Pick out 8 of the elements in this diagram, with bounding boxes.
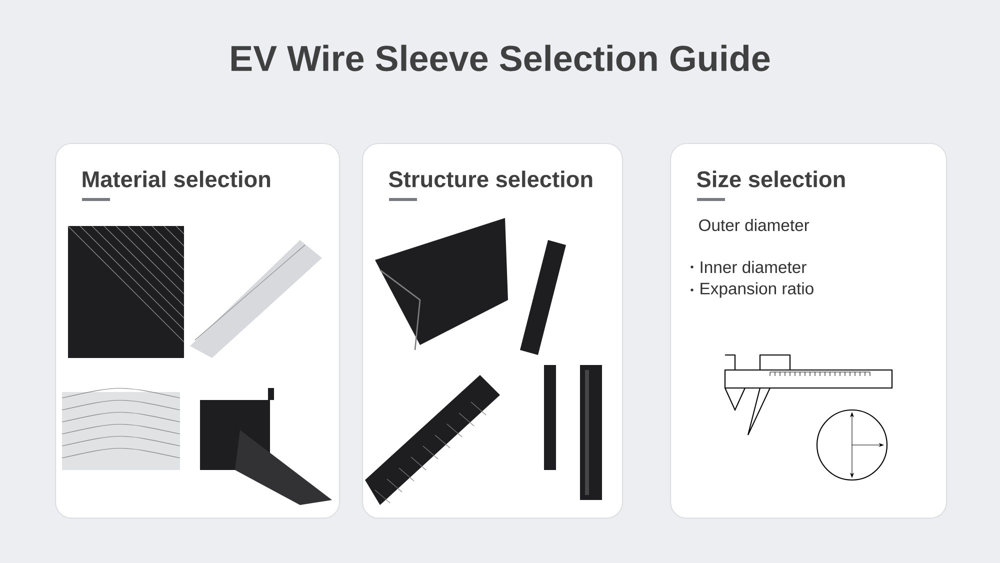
size-label: Outer diameter — [699, 218, 810, 232]
bullet-item: Expansion ratio — [700, 282, 814, 298]
card-heading: Material selection — [82, 170, 270, 188]
title: EV Wire Sleeve Selection Guide — [231, 44, 770, 72]
bullet-item: Inner diameter — [700, 260, 806, 274]
card-heading: Structure selection — [388, 170, 592, 188]
card-heading: Size selection — [696, 170, 845, 188]
card — [670, 143, 948, 519]
